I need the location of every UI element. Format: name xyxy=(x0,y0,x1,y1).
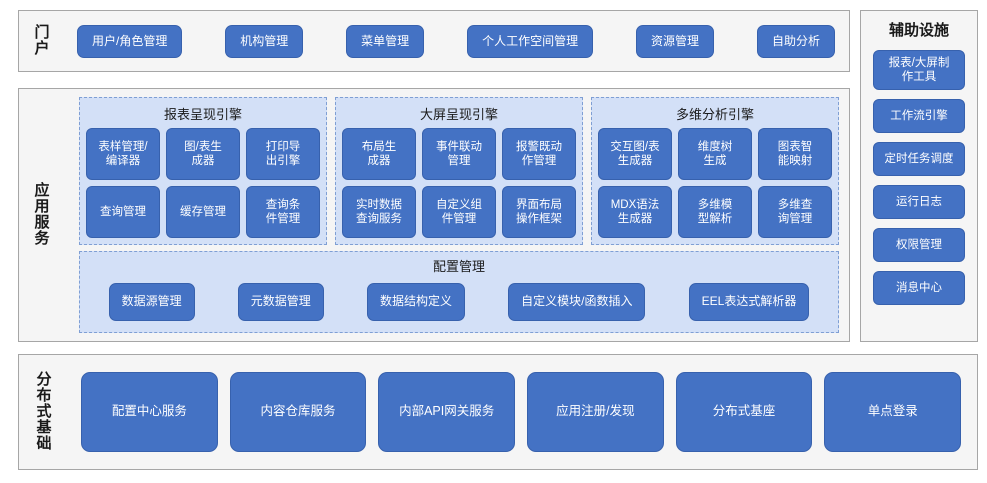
engine-module-grid: 布局生 成器事件联动 管理报警既动 作管理实时数据 查询服务自定义组 件管理界面… xyxy=(342,128,576,238)
label-char: 门 xyxy=(34,23,50,41)
label-char: 用 xyxy=(34,197,50,215)
engine-module-mdx语法-生成器[interactable]: MDX语法 生成器 xyxy=(598,186,672,238)
label-char: 基 xyxy=(36,419,52,437)
engine-module-实时数据-查询服务[interactable]: 实时数据 查询服务 xyxy=(342,186,416,238)
engine-group-多维分析引擎: 多维分析引擎交互图/表 生成器维度树 生成图表智 能映射 MDX语法 生成器多维模… xyxy=(591,97,839,245)
aux-facilities-section: 辅助设施 报表/大屏制 作工具工作流引擎定时任务调度运行日志权限管理消息中心 xyxy=(860,10,978,342)
engine-module-缓存管理[interactable]: 缓存管理 xyxy=(166,186,240,238)
portal-button-row: 用户/角色管理 机构管理 菜单管理 个人工作空间管理 资源管理 自助分析 xyxy=(71,11,841,71)
portal-section: 门户 用户/角色管理 机构管理 菜单管理 个人工作空间管理 资源管理 自助分析 xyxy=(18,10,850,72)
distributed-button-配置中心服务[interactable]: 配置中心服务 xyxy=(81,372,218,452)
engine-module-grid: 交互图/表 生成器维度树 生成图表智 能映射 MDX语法 生成器多维模 型解析多维… xyxy=(598,128,832,238)
config-button-自定义模块-函数插入[interactable]: 自定义模块/函数插入 xyxy=(508,282,646,321)
aux-button-工作流引擎[interactable]: 工作流引擎 xyxy=(873,99,965,133)
label-char: 务 xyxy=(34,230,50,248)
application-services-label: 应用服务 xyxy=(19,89,65,341)
portal-button-用户-角色管理[interactable]: 用户/角色管理 xyxy=(77,24,183,58)
application-services-section: 应用服务 报表呈现引擎表样管理/ 编译器图/表生 成器打印导 出引擎查询管理缓存… xyxy=(18,88,850,342)
engine-group-大屏呈现引擎: 大屏呈现引擎布局生 成器事件联动 管理报警既动 作管理实时数据 查询服务自定义组… xyxy=(335,97,583,245)
engine-module-多维模-型解析[interactable]: 多维模 型解析 xyxy=(678,186,752,238)
distributed-button-应用注册-发现[interactable]: 应用注册/发现 xyxy=(527,372,664,452)
engine-module-图-表生-成器[interactable]: 图/表生 成器 xyxy=(166,128,240,180)
engine-group-row: 报表呈现引擎表样管理/ 编译器图/表生 成器打印导 出引擎查询管理缓存管理查询条… xyxy=(79,97,839,245)
engine-group-title: 大屏呈现引擎 xyxy=(419,107,498,122)
aux-facilities-list: 报表/大屏制 作工具工作流引擎定时任务调度运行日志权限管理消息中心 xyxy=(861,50,977,305)
label-char: 分 xyxy=(36,370,52,388)
engine-module-表样管理-编译器[interactable]: 表样管理/ 编译器 xyxy=(86,128,160,180)
config-management-group: 配置管理 数据源管理 元数据管理 数据结构定义 自定义模块/函数插入 EEL表达式解析器 xyxy=(79,251,839,333)
engine-module-交互图-表-生成器[interactable]: 交互图/表 生成器 xyxy=(598,128,672,180)
config-management-row: 数据源管理 元数据管理 数据结构定义 自定义模块/函数插入 EEL表达式解析器 xyxy=(80,278,838,332)
label-char: 服 xyxy=(34,214,50,231)
engine-module-grid: 表样管理/ 编译器图/表生 成器打印导 出引擎查询管理缓存管理查询条 件管理 xyxy=(86,128,320,238)
config-button-元数据管理[interactable]: 元数据管理 xyxy=(237,282,324,321)
engine-module-图表智-能映射[interactable]: 图表智 能映射 xyxy=(758,128,832,180)
config-button-数据源管理[interactable]: 数据源管理 xyxy=(108,282,195,321)
engine-module-查询条-件管理[interactable]: 查询条 件管理 xyxy=(246,186,320,238)
portal-button-菜单管理[interactable]: 菜单管理 xyxy=(346,24,425,58)
distributed-button-单点登录[interactable]: 单点登录 xyxy=(824,372,962,452)
engine-module-界面布局-操作框架[interactable]: 界面布局 操作框架 xyxy=(502,186,576,238)
engine-group-title: 多维分析引擎 xyxy=(675,107,754,122)
engine-module-事件联动-管理[interactable]: 事件联动 管理 xyxy=(422,128,496,180)
engine-group-title: 报表呈现引擎 xyxy=(163,107,242,122)
label-char: 式 xyxy=(36,402,52,420)
engine-module-维度树-生成[interactable]: 维度树 生成 xyxy=(678,128,752,180)
aux-button-定时任务调度[interactable]: 定时任务调度 xyxy=(873,142,965,176)
distributed-foundation-section: 分布式基础 配置中心服务内容仓库服务内部API网关服务应用注册/发现分布式基座单… xyxy=(18,354,978,470)
label-char: 户 xyxy=(34,40,50,57)
distributed-button-分布式基座[interactable]: 分布式基座 xyxy=(675,372,813,452)
engine-module-自定义组-件管理[interactable]: 自定义组 件管理 xyxy=(422,186,496,238)
distributed-foundation-row: 配置中心服务内容仓库服务内部API网关服务应用注册/发现分布式基座单点登录 xyxy=(75,363,967,461)
application-services-body: 报表呈现引擎表样管理/ 编译器图/表生 成器打印导 出引擎查询管理缓存管理查询条… xyxy=(79,97,839,333)
engine-group-报表呈现引擎: 报表呈现引擎表样管理/ 编译器图/表生 成器打印导 出引擎查询管理缓存管理查询条… xyxy=(79,97,327,245)
aux-button-权限管理[interactable]: 权限管理 xyxy=(873,228,965,262)
config-management-title: 配置管理 xyxy=(432,259,485,274)
distributed-foundation-label: 分布式基础 xyxy=(19,355,69,469)
engine-module-打印导-出引擎[interactable]: 打印导 出引擎 xyxy=(246,128,320,180)
engine-module-布局生-成器[interactable]: 布局生 成器 xyxy=(342,128,416,180)
portal-button-个人工作空间管理[interactable]: 个人工作空间管理 xyxy=(467,24,594,58)
config-button-数据结构定义[interactable]: 数据结构定义 xyxy=(366,282,465,321)
engine-module-多维查-询管理[interactable]: 多维查 询管理 xyxy=(758,186,832,238)
config-button-eel表达式解析器[interactable]: EEL表达式解析器 xyxy=(688,282,810,321)
engine-module-报警既动-作管理[interactable]: 报警既动 作管理 xyxy=(502,128,576,180)
portal-section-label: 门户 xyxy=(19,11,65,71)
aux-button-报表-大屏制-作工具[interactable]: 报表/大屏制 作工具 xyxy=(873,50,965,90)
distributed-button-内部api网关服务[interactable]: 内部API网关服务 xyxy=(378,372,516,452)
engine-module-查询管理[interactable]: 查询管理 xyxy=(86,186,160,238)
portal-button-资源管理[interactable]: 资源管理 xyxy=(636,24,715,58)
label-char: 布 xyxy=(36,386,52,404)
aux-button-消息中心[interactable]: 消息中心 xyxy=(873,271,965,305)
distributed-button-内容仓库服务[interactable]: 内容仓库服务 xyxy=(229,372,367,452)
aux-facilities-title: 辅助设施 xyxy=(888,22,949,39)
portal-button-机构管理[interactable]: 机构管理 xyxy=(225,24,304,58)
aux-button-运行日志[interactable]: 运行日志 xyxy=(873,185,965,219)
label-char: 应 xyxy=(34,181,50,199)
label-char: 础 xyxy=(36,435,52,453)
portal-button-自助分析[interactable]: 自助分析 xyxy=(756,24,835,58)
